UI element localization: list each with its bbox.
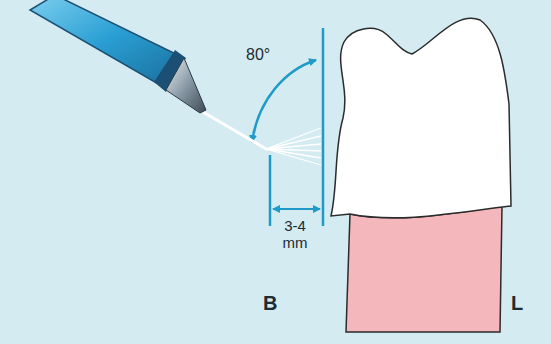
tick bbox=[269, 203, 271, 215]
lingual-label: L bbox=[511, 292, 541, 314]
tooth-reference-line bbox=[322, 28, 325, 226]
syringe-body bbox=[30, 0, 178, 85]
angle-label: 80° bbox=[246, 46, 296, 64]
gingiva bbox=[346, 206, 502, 332]
spray-jet bbox=[203, 112, 268, 150]
tooth-crown bbox=[331, 18, 511, 218]
spray-fan bbox=[266, 128, 321, 165]
distance-arrow bbox=[273, 208, 320, 210]
syringe-tip bbox=[166, 58, 206, 113]
buccal-label: B bbox=[263, 292, 293, 314]
angle-arrow bbox=[252, 60, 316, 142]
spray-reference-line bbox=[269, 155, 272, 226]
distance-label: 3-4 mm bbox=[276, 218, 314, 251]
